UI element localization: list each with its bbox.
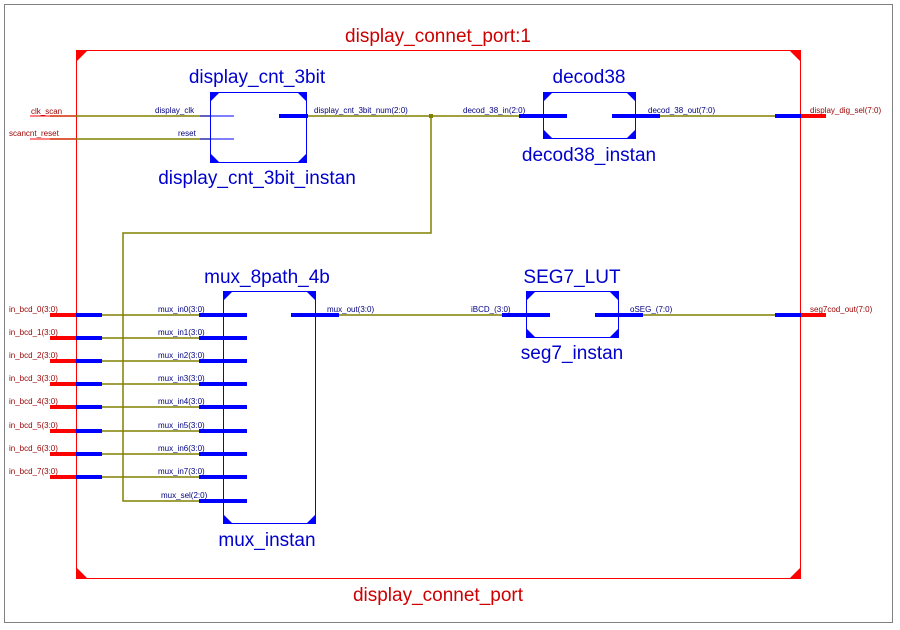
- block-instance-name: decod38_instan: [522, 145, 656, 166]
- wire-cnt-to-mux-sel: [122, 116, 432, 502]
- port-label-bcd-6: in_bcd_6(3:0): [9, 444, 58, 453]
- port-label-bcd-3: in_bcd_3(3:0): [9, 374, 58, 383]
- pin-label-mux-sel: mux_sel(2:0): [161, 491, 208, 500]
- pin-label-mux-out: mux_out(3:0): [327, 305, 374, 314]
- block-corner: [526, 291, 536, 301]
- frame-corner-bl: [76, 567, 88, 579]
- block-corner: [543, 129, 553, 139]
- frame-corner-tr: [789, 50, 801, 62]
- port-label-clk-scan: clk_scan: [31, 107, 62, 116]
- port-label-dig-sel: display_dig_sel(7:0): [810, 106, 881, 115]
- block-corner: [609, 291, 619, 301]
- top-module-title: display_connet_port:1: [345, 26, 531, 47]
- block-corner: [223, 291, 233, 301]
- pin-label-mux-in4: mux_in4(3:0): [158, 397, 205, 406]
- pin-label-seg-out: oSEG_(7:0): [630, 305, 673, 314]
- pin-label-display-clk: display_clk: [155, 106, 195, 115]
- block-seg7-lut[interactable]: [502, 291, 643, 338]
- block-module-name: mux_8path_4b: [204, 267, 330, 288]
- viewer-border: [4, 4, 893, 623]
- port-label-bcd-7: in_bcd_7(3:0): [9, 467, 58, 476]
- block-module-name: SEG7_LUT: [523, 267, 621, 288]
- port-label-bcd-4: in_bcd_4(3:0): [9, 397, 58, 406]
- port-label-scancnt-reset: scancnt_reset: [9, 129, 60, 138]
- block-corner: [526, 328, 536, 338]
- block-instance-name: display_cnt_3bit_instan: [158, 168, 356, 189]
- top-module-footer: display_connet_port: [353, 585, 524, 606]
- pin-label-seg-in: iBCD_(3:0): [471, 305, 511, 314]
- block-corner: [210, 92, 220, 102]
- port-label-bcd-1: in_bcd_1(3:0): [9, 328, 58, 337]
- block-instance-name: mux_instan: [218, 530, 315, 551]
- port-label-seg7cod: seg7cod_out(7:0): [810, 305, 873, 314]
- pin-label-reset: reset: [178, 129, 197, 138]
- pin-label-dec-in: decod_38_in(2:0): [463, 106, 526, 115]
- pin-label-mux-in6: mux_in6(3:0): [158, 444, 205, 453]
- block-mux-8path-4b[interactable]: [199, 291, 339, 524]
- top-port-pins: [30, 114, 826, 479]
- frame-corner-tl: [76, 50, 88, 62]
- block-corner: [210, 153, 220, 163]
- pin-label-mux-in5: mux_in5(3:0): [158, 421, 205, 430]
- pin-label-mux-in2: mux_in2(3:0): [158, 351, 205, 360]
- block-corner: [297, 92, 307, 102]
- block-corner: [223, 514, 233, 524]
- block-corner: [306, 291, 316, 301]
- port-label-bcd-2: in_bcd_2(3:0): [9, 351, 58, 360]
- block-module-name: display_cnt_3bit: [189, 67, 326, 88]
- pin-label-cnt-out: display_cnt_3bit_num(2:0): [314, 106, 408, 115]
- pin-label-dec-out: decod_38_out(7:0): [648, 106, 716, 115]
- pin-label-mux-in0: mux_in0(3:0): [158, 305, 205, 314]
- wire-junction-dot: [429, 114, 433, 118]
- pin-label-mux-in7: mux_in7(3:0): [158, 467, 205, 476]
- port-label-bcd-5: in_bcd_5(3:0): [9, 421, 58, 430]
- pin-label-mux-in1: mux_in1(3:0): [158, 328, 205, 337]
- block-corner: [297, 153, 307, 163]
- block-corner: [626, 92, 636, 102]
- port-label-bcd-0: in_bcd_0(3:0): [9, 305, 58, 314]
- block-instance-name: seg7_instan: [521, 343, 623, 364]
- block-corner: [543, 92, 553, 102]
- pin-label-mux-in3: mux_in3(3:0): [158, 374, 205, 383]
- block-display-cnt-3bit[interactable]: [200, 92, 308, 163]
- block-corner: [609, 328, 619, 338]
- block-decod38[interactable]: [519, 92, 660, 139]
- block-body: [210, 92, 307, 163]
- frame-corner-br: [789, 567, 801, 579]
- block-corner: [306, 514, 316, 524]
- block-module-name: decod38: [553, 67, 626, 88]
- block-corner: [626, 129, 636, 139]
